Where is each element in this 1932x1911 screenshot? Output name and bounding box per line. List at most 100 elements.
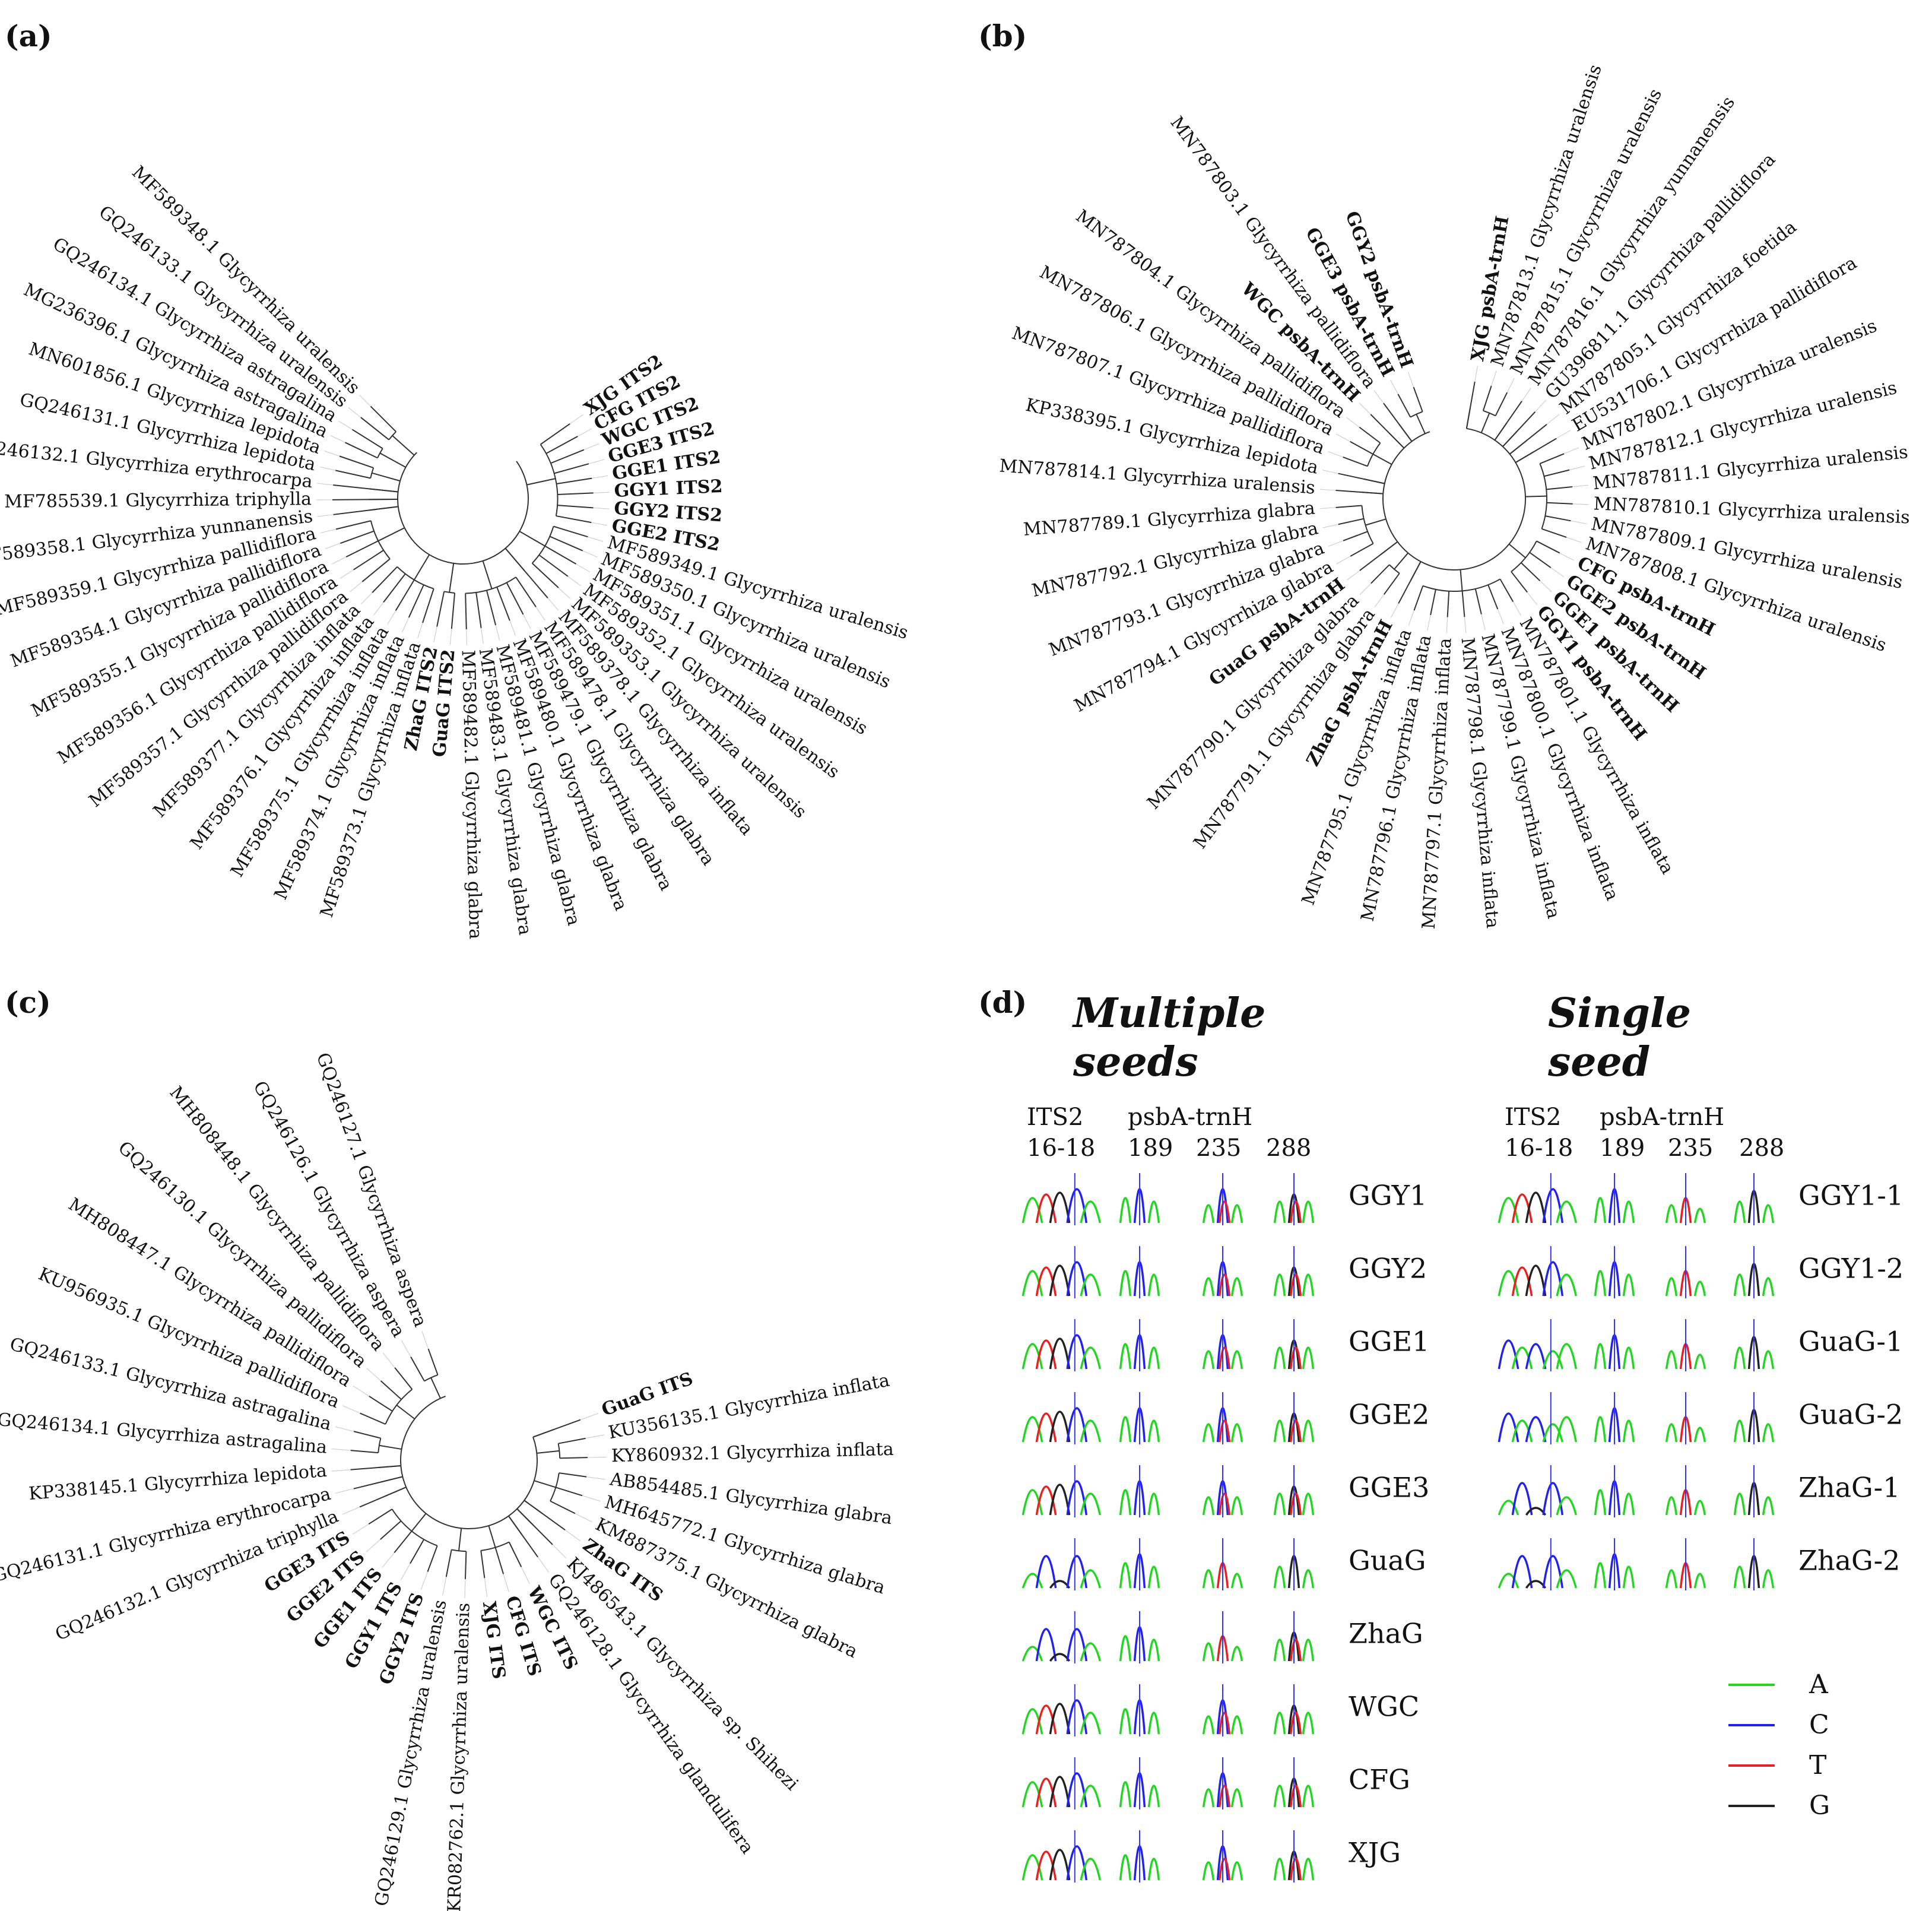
tree-leader-line (331, 556, 347, 565)
chromatogram-peak (1230, 1350, 1243, 1370)
chromatogram-peak (1066, 1188, 1088, 1224)
chromatogram-peak (1556, 1343, 1578, 1370)
tree-branch (430, 1377, 441, 1399)
tree-branch (526, 478, 556, 486)
chromatogram-peak (1066, 1772, 1088, 1808)
chromatogram-peak (1218, 1858, 1231, 1881)
tree-leader-line (325, 543, 341, 550)
chromatogram-peak (1289, 1273, 1302, 1297)
chromatogram-peak (1021, 1854, 1043, 1881)
chromatogram-peak (1733, 1200, 1746, 1224)
chromatogram-peak (1080, 1273, 1102, 1297)
tree-leader-line (582, 1495, 601, 1502)
tree-leader-line (1346, 570, 1360, 581)
tree-branch (413, 554, 430, 581)
panel-b-letter: (b) (978, 18, 1027, 53)
tree-leader-line (1569, 465, 1585, 471)
tree-leader-line (569, 414, 583, 424)
tree-leader-line (1497, 609, 1504, 625)
tree-leaf-branch (1335, 505, 1362, 508)
legend-label-g: G (1809, 1790, 1830, 1821)
tree-leaf-branch (436, 591, 445, 627)
chromatogram-peak (1230, 1646, 1243, 1662)
tree-leader-line (1571, 520, 1587, 524)
chromatogram-peak (1665, 1277, 1678, 1297)
chromatogram-peak (1622, 1419, 1635, 1443)
tree-leaf-branch (353, 550, 384, 571)
tree-leaf-branch (506, 582, 524, 615)
chromatogram-peak (1218, 1712, 1231, 1735)
chromatogram-peak (1035, 1777, 1057, 1808)
chromatogram-peak (1498, 1339, 1519, 1370)
multi-pos-1: 16-18 (1027, 1134, 1095, 1162)
tree-leader-line (1559, 553, 1575, 561)
chromatogram-peak (1289, 1419, 1302, 1443)
tree-leaf-branch (475, 592, 482, 628)
chromatogram-peak (1202, 1569, 1215, 1589)
tree-leader-line (449, 629, 452, 645)
chromatogram-peak (1302, 1858, 1315, 1881)
tree-leader-line (593, 492, 610, 494)
sample-label: GGE3 (1349, 1472, 1429, 1504)
tree-branch (372, 472, 401, 482)
multi-pos-4: 288 (1266, 1134, 1311, 1162)
chromatogram-peak (1230, 1204, 1243, 1224)
chromatogram-peak (1302, 1712, 1315, 1735)
tree-leaf-branch (368, 1508, 393, 1525)
chromatogram-peak (1542, 1555, 1564, 1589)
chromatogram-peak (1762, 1496, 1775, 1516)
chromatogram-peak (1119, 1854, 1132, 1881)
tree-leader-line (1521, 388, 1531, 402)
chromatogram-peak (1273, 1419, 1286, 1443)
tree-leader-line (401, 1340, 411, 1357)
multi-head-its2: ITS2 (1027, 1104, 1083, 1131)
tree-leaf-branch (1343, 457, 1368, 467)
tree-leaf-branch (496, 587, 510, 621)
tree-leader-line (1336, 556, 1351, 565)
chromatogram-peak (1302, 1346, 1315, 1370)
tree-leaf-branch (507, 1516, 539, 1558)
tree-leaf-branch (1343, 531, 1368, 541)
chromatogram-peak (1693, 1354, 1706, 1370)
chromatogram-peak (1080, 1419, 1102, 1443)
tree-leaf-branch (394, 1367, 413, 1390)
sample-label: GGY1 (1349, 1180, 1427, 1212)
tree-leaf-branch (1461, 591, 1465, 617)
tree-leader-line (578, 428, 592, 437)
tree-leaf-branch (486, 590, 497, 626)
tree-leader-line (373, 602, 384, 616)
tree-leader-line (1534, 400, 1547, 413)
tree-leader-line (591, 522, 607, 526)
tree-leaf-branch (544, 545, 577, 565)
tree-leader-line (342, 1506, 360, 1515)
tree-leader-line (1446, 617, 1448, 633)
panel-a-letter: (a) (5, 18, 52, 53)
chromatogram-peak (1733, 1346, 1746, 1370)
tree-leader-line (523, 614, 531, 629)
tree-leaf-branch (1494, 401, 1522, 440)
chromatogram-peak (1119, 1270, 1132, 1297)
tree-leader-line (1474, 366, 1479, 382)
tree-leaf-branch (465, 593, 467, 629)
chromatogram-peak (1665, 1569, 1678, 1589)
chromatogram-peak (1594, 1416, 1607, 1443)
chromatogram-peak (1511, 1266, 1533, 1297)
sample-label: CFG (1349, 1764, 1410, 1796)
tree-leaf-branch (350, 1465, 401, 1471)
chromatogram-row: ZhaG (1021, 1611, 1423, 1663)
sample-label: ZhaG (1349, 1618, 1423, 1650)
tree-leader-line (564, 1529, 581, 1542)
tree-leaf-branch (372, 566, 398, 593)
chromatogram-peak (1230, 1573, 1243, 1589)
tree-leaf-branch (332, 498, 398, 500)
tree-leaf-branch (557, 505, 594, 509)
chromatogram-row: GGY1-2 (1498, 1246, 1904, 1298)
tree-branch (1480, 413, 1490, 433)
chromatogram-peak (1622, 1273, 1635, 1297)
tree-leaf-branch (1430, 589, 1436, 616)
chromatogram-peak (1080, 1346, 1102, 1370)
tree-leaf-branch (359, 1487, 407, 1508)
chromatogram-peak (1021, 1708, 1043, 1735)
